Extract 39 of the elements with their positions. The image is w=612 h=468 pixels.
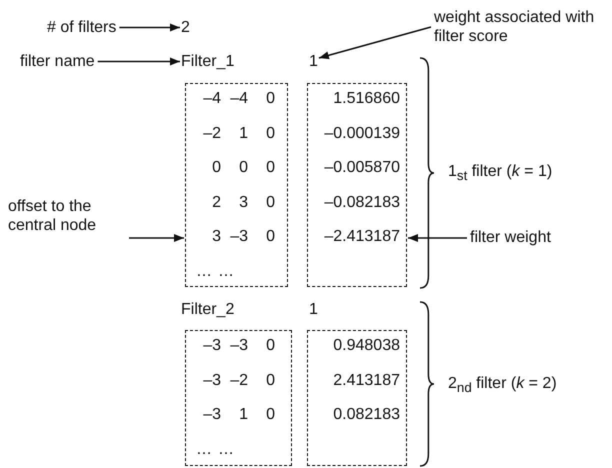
offset-values: –4 –4 0 (202, 89, 275, 108)
arrow (408, 234, 467, 242)
annotation-text: filter name (20, 52, 95, 71)
offset-values: –3 –3 0 (202, 336, 275, 355)
offset-values: … … (196, 440, 235, 458)
dashed-box (185, 83, 288, 287)
offset-values: … … (196, 262, 235, 280)
offset-values: –2 1 0 (202, 124, 275, 142)
dashed-box (307, 330, 407, 466)
offset-values: 0 0 0 (211, 158, 275, 177)
arrow (98, 58, 180, 66)
weight-value: 0.082183 (333, 405, 400, 424)
filter-name-text: Filter_2 (181, 300, 234, 319)
weight-value: –0.000139 (324, 124, 400, 142)
weight-value: –0.082183 (324, 192, 400, 212)
value-text: 2 (181, 18, 190, 37)
annotation-text: offset to the central node (8, 197, 126, 235)
dashed-box (185, 330, 292, 466)
offset-values: –3 –2 0 (202, 370, 275, 390)
offset-values: 2 3 0 (211, 192, 275, 212)
weight-value: 0.948038 (333, 336, 400, 355)
weight-value: 2.413187 (333, 370, 400, 390)
filter-caption: 2$_{nd}$ filter (k = 2) (448, 374, 557, 398)
weight-value: –0.005870 (324, 158, 400, 177)
filter-name-text: Filter_1 (181, 52, 234, 71)
annotation-text: filter weight (470, 228, 551, 247)
arrow (119, 24, 180, 32)
offset-values: –3 1 0 (202, 405, 275, 424)
annotation-text: # of filters (47, 18, 116, 37)
offset-values: 3 –3 0 (211, 227, 275, 246)
filter-caption: 1$_{st}$ filter (k = 1) (448, 162, 552, 186)
value-text: 1 (309, 300, 318, 319)
value-text: 1 (309, 52, 318, 71)
annotation-text: weight associated with filter score (434, 8, 612, 46)
dashed-box (307, 83, 407, 287)
weight-value: 1.516860 (333, 89, 400, 108)
arrow (129, 234, 184, 242)
arrow (318, 26, 432, 60)
weight-value: –2.413187 (324, 227, 400, 246)
